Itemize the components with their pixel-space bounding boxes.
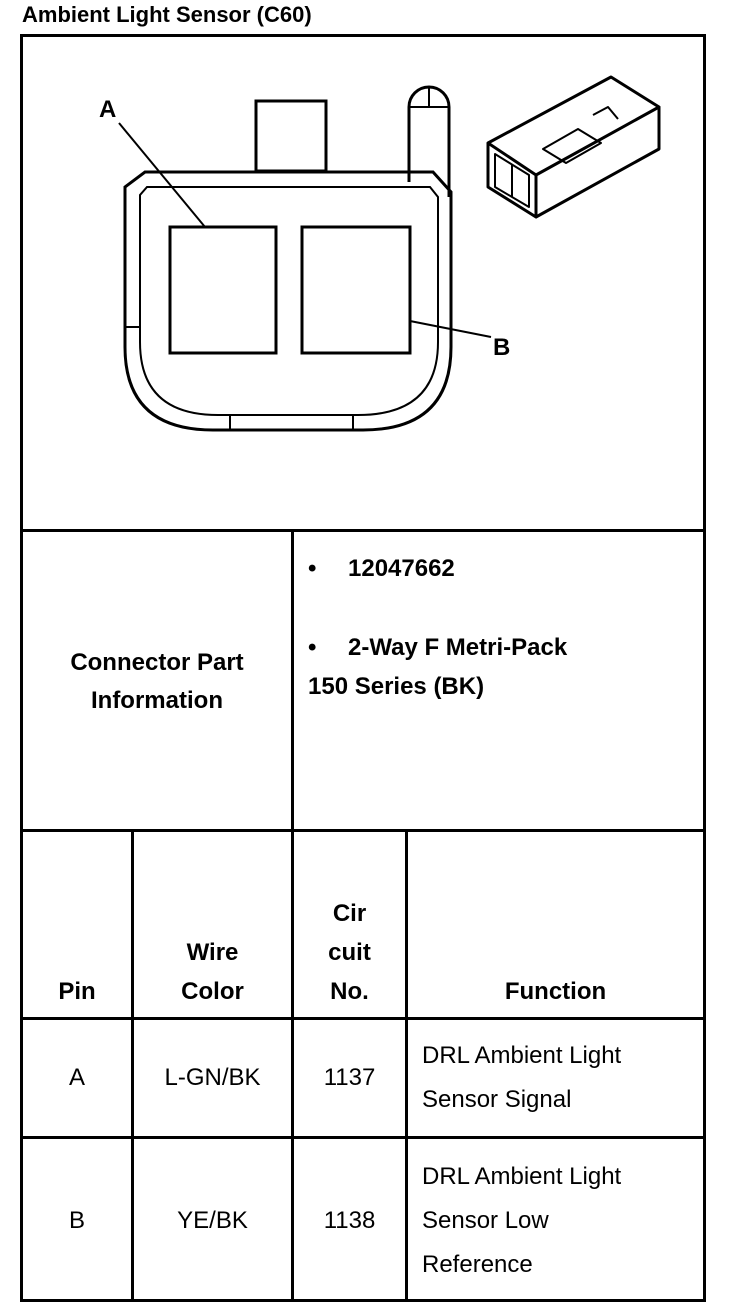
leader-line-a xyxy=(118,122,206,228)
row-b-function: DRL Ambient Light Sensor Low Reference xyxy=(422,1162,622,1278)
connector-inner-body xyxy=(139,186,439,416)
row-b-wire-color: YE/BK xyxy=(177,1206,248,1234)
connector-description: •2-Way F Metri-Pack 150 Series (BK) xyxy=(308,634,568,700)
page-title: Ambient Light Sensor (C60) xyxy=(22,2,312,27)
connector-bottom-notch xyxy=(229,415,354,430)
connector-3d-icon xyxy=(486,75,661,219)
row-b-pin: B xyxy=(68,1206,85,1234)
divider-col-1 xyxy=(131,829,134,1302)
divider-info-table xyxy=(23,829,703,832)
connector-outer-body xyxy=(123,170,453,432)
divider-header xyxy=(23,1017,703,1020)
terminal-cavity-a xyxy=(168,225,278,355)
divider-col-2 xyxy=(291,829,294,1302)
connector-info-label: Connector Part Information xyxy=(70,649,244,714)
row-a-pin: A xyxy=(68,1064,85,1091)
divider-col-3 xyxy=(405,829,408,1302)
row-a-wire-color: L-GN/BK xyxy=(164,1064,261,1091)
part-number-line: •12047662 xyxy=(308,555,455,582)
leader-line-b xyxy=(409,320,492,338)
connector-top-tab xyxy=(254,99,328,173)
connector-info-values: •12047662 •2-Way F Metri-Pack 150 Series… xyxy=(294,532,703,706)
pin-label-a: A xyxy=(99,96,116,123)
row-b-circuit: 1138 xyxy=(323,1206,376,1234)
row-a-circuit: 1137 xyxy=(323,1064,376,1091)
pin-label-b: B xyxy=(493,334,510,361)
part-number: 12047662 xyxy=(348,555,455,582)
header-pin: Pin xyxy=(58,978,96,1005)
divider-row-1 xyxy=(23,1136,703,1139)
row-a-function: DRL Ambient Light Sensor Signal xyxy=(422,1042,622,1113)
header-function: Function xyxy=(504,978,607,1005)
terminal-cavity-b xyxy=(300,225,412,355)
divider-diagram xyxy=(23,529,703,532)
header-circuit: Cir cuit No. xyxy=(328,900,371,1005)
header-wire-color: Wire Color xyxy=(181,939,244,1005)
connector-diagram: A B xyxy=(99,75,661,432)
connector-frame: A B Connector Part Information •12047662 xyxy=(20,34,706,1302)
divider-info xyxy=(291,529,294,829)
